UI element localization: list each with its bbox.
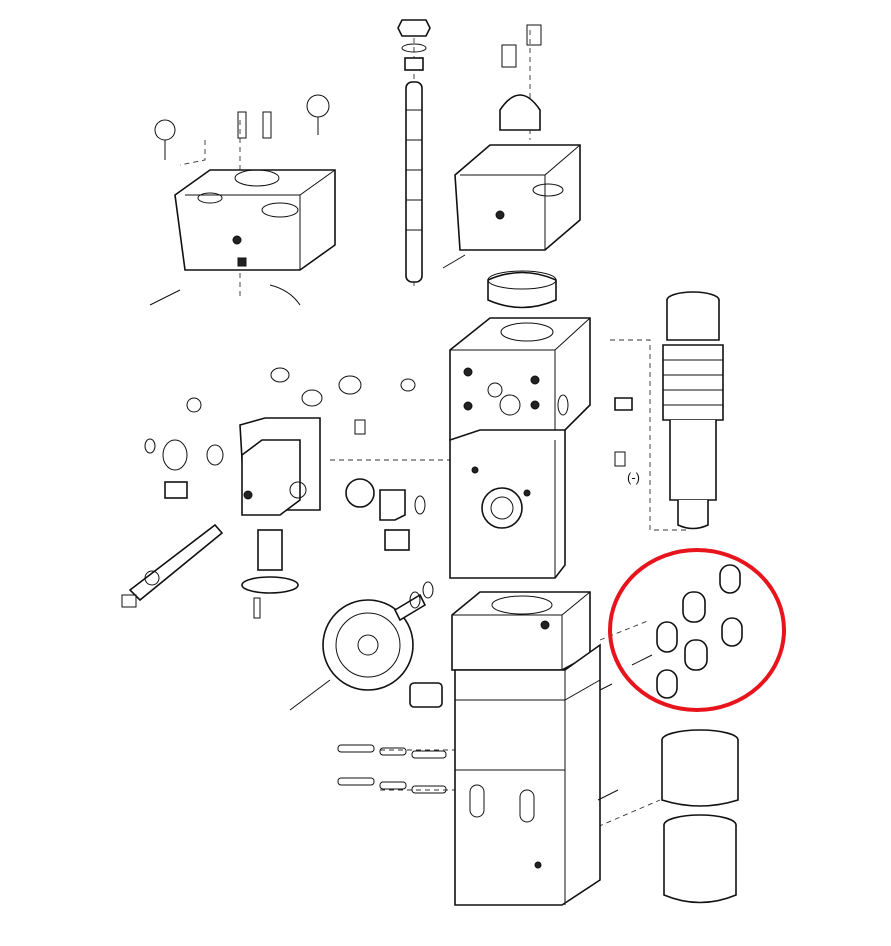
upper-left-valve-block: [149, 94, 336, 306]
lower-bushings: [661, 729, 739, 904]
main-cylinder-block: [449, 317, 633, 579]
highlighted-retainer-pins: [608, 548, 786, 712]
control-valve-assembly: [121, 367, 426, 619]
split-bushing: [487, 270, 557, 309]
polarity-label: (-): [627, 470, 640, 485]
lower-housing: [451, 591, 619, 906]
retaining-pins: [337, 744, 447, 794]
highlight-circle: [608, 548, 786, 712]
valve-shaft: [397, 19, 431, 283]
accumulator-cover: [289, 581, 443, 711]
upper-right-valve-block: [442, 24, 581, 269]
piston: [662, 291, 724, 530]
